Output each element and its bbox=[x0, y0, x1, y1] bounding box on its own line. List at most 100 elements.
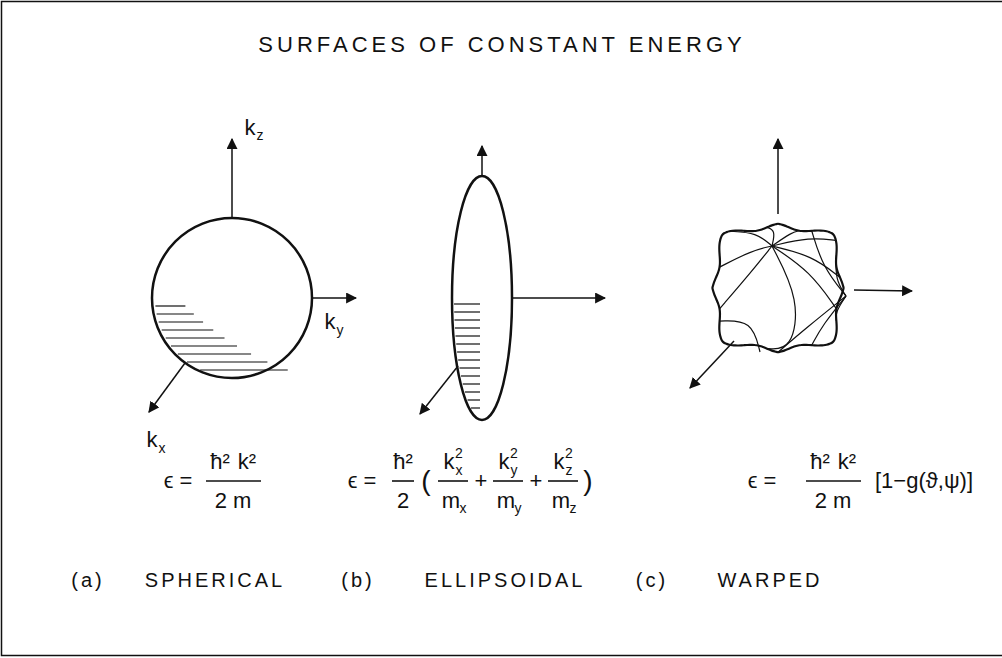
hatching bbox=[155, 306, 287, 370]
hatch-line bbox=[459, 367, 480, 368]
hatching bbox=[454, 304, 480, 408]
kx-axis bbox=[690, 341, 734, 388]
formula-subscript: z bbox=[570, 501, 577, 515]
ellipsoid-figure bbox=[420, 146, 605, 420]
hatch-line bbox=[455, 327, 480, 328]
formula-subscript: x bbox=[460, 501, 467, 515]
kz-axis bbox=[231, 139, 233, 218]
ky-axis bbox=[312, 297, 356, 299]
hatch-line bbox=[171, 345, 237, 346]
meridian-line bbox=[772, 231, 799, 246]
formula-subscript: y bbox=[515, 501, 522, 515]
meridian-line bbox=[729, 231, 772, 246]
warped-figure bbox=[690, 139, 912, 388]
hatch-line bbox=[187, 361, 267, 362]
hatch-line bbox=[461, 375, 480, 376]
sphere-figure bbox=[149, 139, 356, 412]
hatch-line bbox=[471, 407, 480, 408]
formula-term: m bbox=[552, 490, 570, 512]
ellipsoid-outline bbox=[452, 176, 512, 420]
formula-term: ħ² bbox=[210, 451, 230, 473]
formula-term: ħ² bbox=[810, 451, 830, 473]
formula-bracket: ) bbox=[583, 467, 592, 495]
fraction-bar bbox=[392, 480, 414, 482]
fraction-bar bbox=[548, 480, 578, 482]
formula-term: k bbox=[444, 451, 455, 473]
kx-axis bbox=[420, 366, 458, 414]
axis-subscript: y bbox=[337, 323, 344, 337]
formula-subscript: y bbox=[511, 463, 518, 477]
formula-term: m bbox=[497, 490, 515, 512]
kx-axis bbox=[149, 363, 185, 412]
meridian-line bbox=[720, 246, 772, 309]
formula-term: k² bbox=[238, 451, 256, 473]
sphere-outline bbox=[152, 218, 312, 378]
formula-term: k² bbox=[838, 451, 856, 473]
axis-label: k bbox=[147, 429, 158, 451]
meridian-line bbox=[836, 255, 846, 296]
hatch-line bbox=[200, 369, 288, 370]
formula-term: [1−g(ϑ,ψ)] bbox=[875, 470, 973, 492]
title: SURFACES OF CONSTANT ENERGY bbox=[258, 34, 745, 56]
formula-superscript: 2 bbox=[455, 446, 463, 460]
formula-term: m bbox=[442, 490, 460, 512]
hatch-line bbox=[468, 399, 480, 400]
hatch-line bbox=[458, 359, 480, 360]
panel-letter: (a) bbox=[71, 570, 104, 590]
hatch-line bbox=[463, 383, 480, 384]
panel-caption: ELLIPSOIDAL bbox=[425, 570, 586, 590]
meridian-line bbox=[767, 246, 795, 349]
hatch-line bbox=[465, 391, 480, 392]
kz-axis bbox=[481, 146, 483, 176]
hatch-line bbox=[454, 319, 480, 320]
meridian-line bbox=[778, 296, 846, 352]
hatch-line bbox=[455, 335, 480, 336]
meridian-line bbox=[720, 321, 760, 352]
panel-caption: WARPED bbox=[717, 570, 822, 590]
formula-term: k bbox=[554, 451, 565, 473]
hatch-line bbox=[162, 329, 214, 330]
formula-term: 2 m bbox=[215, 490, 252, 512]
hatch-line bbox=[457, 351, 480, 352]
hatch-line bbox=[159, 321, 203, 322]
panel-letter: (b) bbox=[341, 570, 374, 590]
formula-term: ħ² bbox=[393, 451, 413, 473]
meridian-line bbox=[772, 246, 840, 277]
axis-subscript: x bbox=[159, 441, 166, 455]
hatch-line bbox=[157, 313, 194, 314]
meridian-line bbox=[772, 246, 836, 309]
hatch-line bbox=[454, 303, 480, 304]
formula-symbol: ϵ = bbox=[748, 470, 777, 492]
meridian-line bbox=[772, 239, 836, 246]
formula-symbol: + bbox=[530, 470, 543, 492]
fraction-bar bbox=[438, 480, 468, 482]
warped-outline bbox=[712, 224, 843, 352]
formula-subscript: x bbox=[456, 463, 463, 477]
fraction-bar bbox=[806, 480, 861, 482]
hatch-line bbox=[454, 311, 480, 312]
formula-bracket: ( bbox=[421, 467, 430, 495]
hatch-line bbox=[166, 337, 225, 338]
formula-superscript: 2 bbox=[510, 446, 518, 460]
formula-subscript: z bbox=[566, 463, 573, 477]
formula-term: 2 bbox=[397, 490, 409, 512]
kz-axis bbox=[777, 139, 779, 214]
axis-label: k bbox=[325, 311, 336, 333]
panel-letter: (c) bbox=[636, 570, 668, 590]
ky-axis bbox=[512, 297, 605, 299]
formula-symbol: + bbox=[475, 470, 488, 492]
fraction-bar bbox=[493, 480, 523, 482]
axis-label: k bbox=[245, 117, 256, 139]
meridian-line bbox=[767, 227, 774, 246]
hatch-line bbox=[178, 353, 251, 354]
meridian-line bbox=[812, 296, 846, 345]
axis-subscript: z bbox=[257, 128, 264, 142]
fraction-bar bbox=[206, 480, 261, 482]
ky-axis bbox=[854, 290, 912, 291]
hatch-line bbox=[155, 305, 185, 306]
formula-symbol: ϵ = bbox=[348, 470, 377, 492]
formula-symbol: ϵ = bbox=[164, 470, 193, 492]
